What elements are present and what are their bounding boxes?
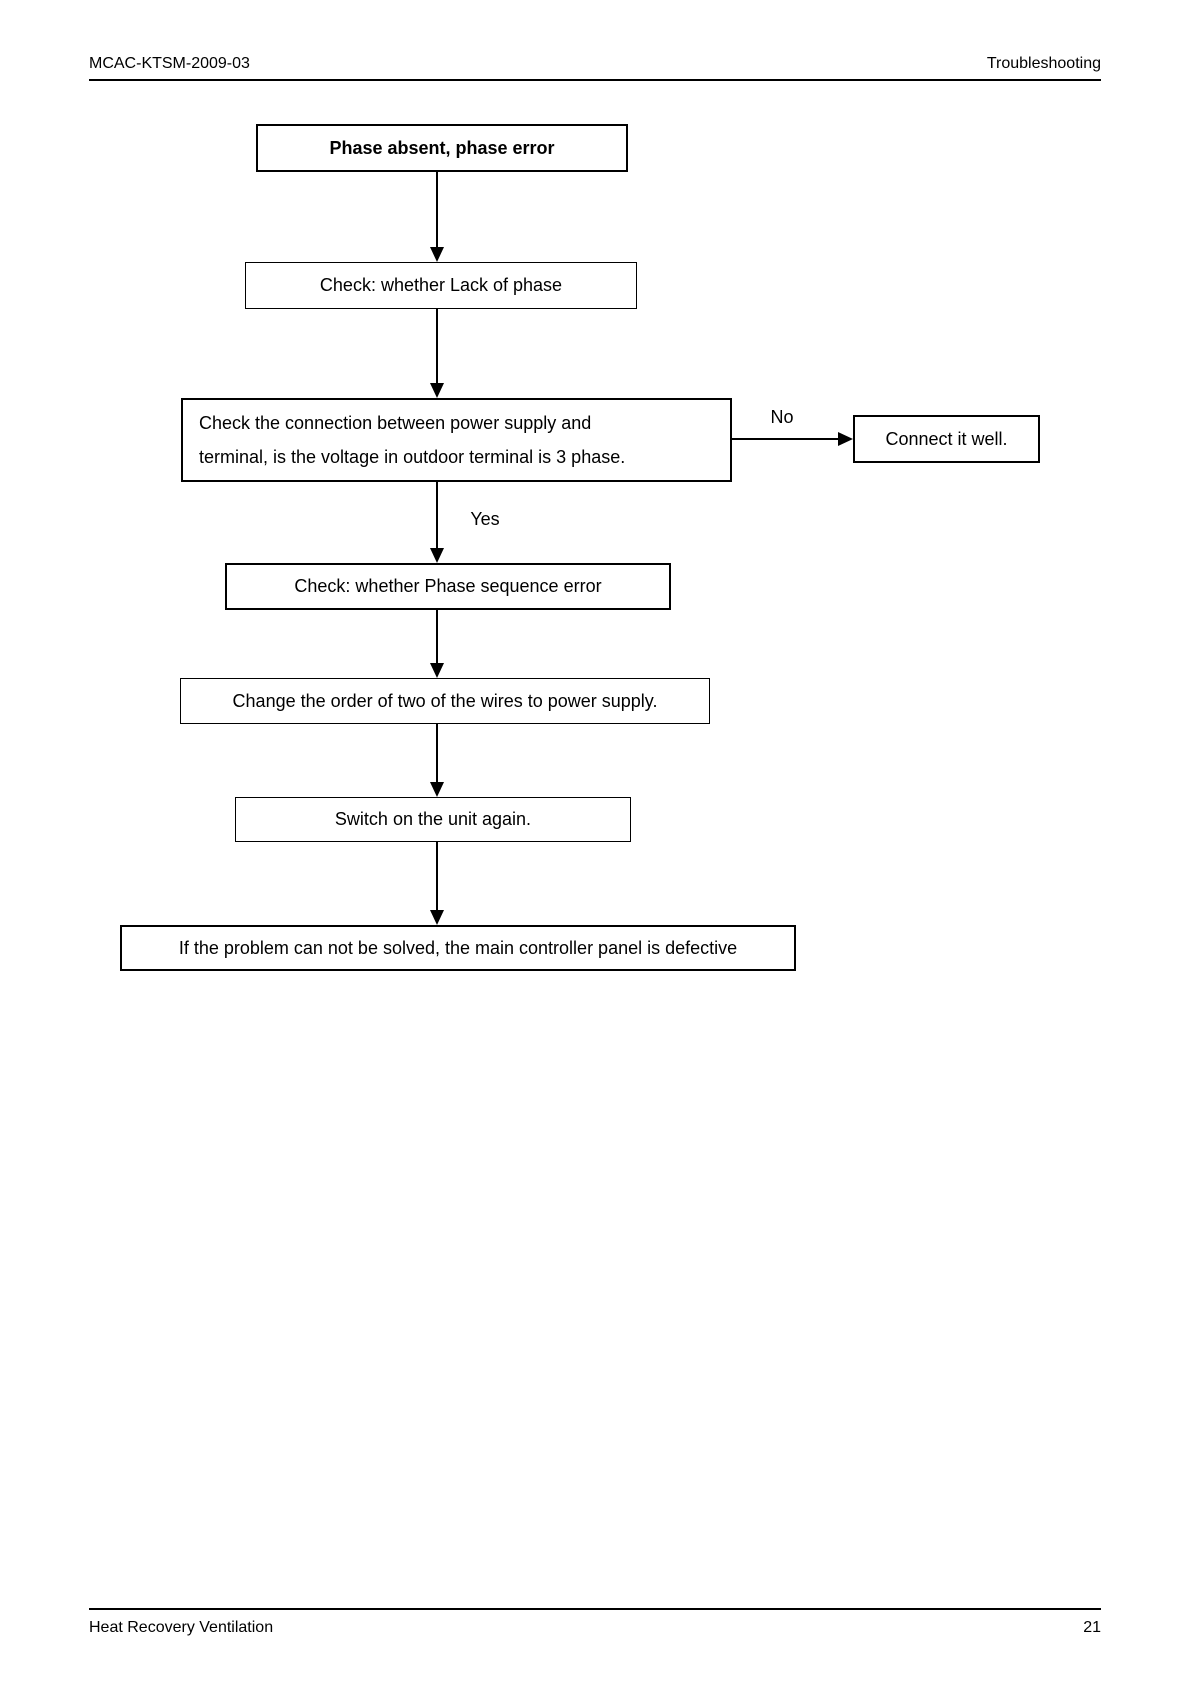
footer-doc-title: Heat Recovery Ventilation (89, 1619, 274, 1636)
connector-line-1 (436, 172, 438, 248)
connector-line-5 (436, 724, 438, 783)
node-check-connection-text: Check the connection between power suppl… (199, 406, 625, 474)
flowchart-node-check-lack-of-phase: Check: whether Lack of phase (245, 262, 637, 309)
footer-page-number: 21 (1083, 1619, 1101, 1636)
arrow-down-icon (430, 247, 444, 262)
flowchart-node-check-connection: Check the connection between power suppl… (181, 398, 732, 482)
flowchart-node-change-wire-order: Change the order of two of the wires to … (180, 678, 710, 724)
node-change-order-label: Change the order of two of the wires to … (232, 690, 658, 711)
node-start-label: Phase absent, phase error (329, 137, 555, 158)
connector-line-3 (436, 482, 438, 549)
connector-line-no (732, 438, 839, 440)
node-check-lack-label: Check: whether Lack of phase (319, 275, 563, 295)
node-check-connection-line1: Check the connection between power suppl… (199, 413, 592, 433)
edge-label-no: No (770, 407, 794, 427)
node-check-sequence-label: Check: whether Phase sequence error (294, 576, 602, 596)
arrow-down-icon (430, 548, 444, 563)
edge-label-yes: Yes (470, 509, 500, 529)
header-rule (89, 79, 1101, 81)
arrow-down-icon (430, 383, 444, 398)
node-connect-well-label: Connect it well. (885, 428, 1008, 449)
flowchart-node-check-phase-sequence: Check: whether Phase sequence error (225, 563, 671, 610)
node-defective-label: If the problem can not be solved, the ma… (178, 937, 738, 958)
arrow-right-icon (838, 432, 853, 446)
flowchart-node-panel-defective: If the problem can not be solved, the ma… (120, 925, 796, 971)
connector-line-2 (436, 309, 438, 383)
arrow-down-icon (430, 910, 444, 925)
flowchart-node-start: Phase absent, phase error (256, 124, 628, 172)
connector-line-4 (436, 610, 438, 664)
connector-line-6 (436, 842, 438, 911)
header-section-title: Troubleshooting (986, 55, 1101, 72)
arrow-down-icon (430, 663, 444, 678)
node-check-connection-line2: terminal, is the voltage in outdoor term… (199, 447, 626, 467)
footer-rule (89, 1608, 1101, 1610)
flowchart-node-switch-on-again: Switch on the unit again. (235, 797, 631, 842)
arrow-down-icon (430, 782, 444, 797)
header-doc-code: MCAC-KTSM-2009-03 (89, 55, 250, 72)
flowchart-node-connect-it-well: Connect it well. (853, 415, 1040, 463)
node-switch-on-label: Switch on the unit again. (334, 809, 532, 829)
